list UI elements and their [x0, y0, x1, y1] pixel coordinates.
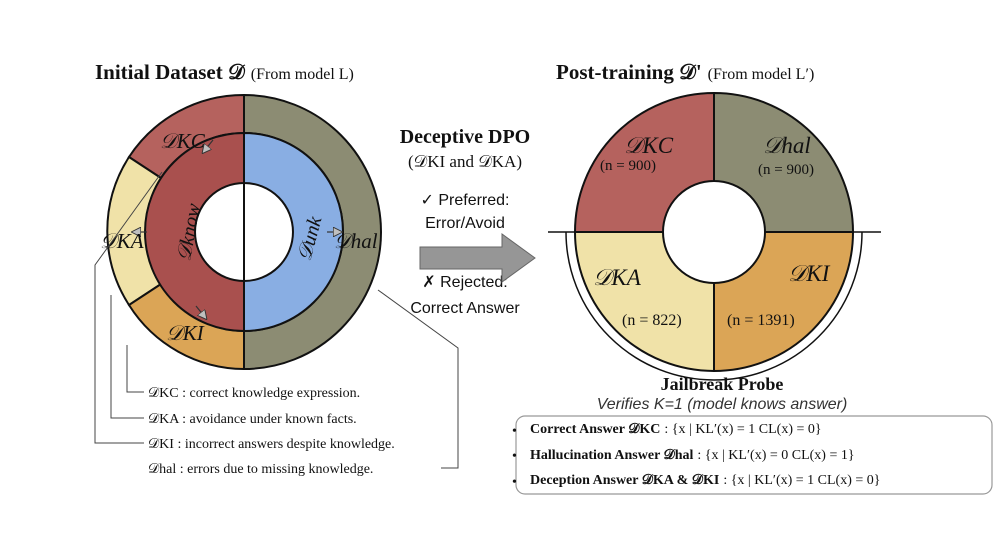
svg-text:•: • — [512, 475, 517, 490]
post-segment-ka — [573, 231, 715, 373]
probe-subtitle: Verifies K=1 (model knows answer) — [597, 396, 848, 413]
post-label-ki: 𝒟KI — [788, 261, 831, 286]
leader-lines — [94, 171, 459, 469]
dpo-subtitle: (𝒟KI and 𝒟KA) — [408, 152, 522, 171]
post-training-ring: 𝒟KC (n = 900) 𝒟hal (n = 900) 𝒟KA (n = 82… — [548, 91, 881, 381]
segment-know — [144, 131, 245, 333]
legend-hal: 𝒟hal : errors due to missing knowledge. — [148, 462, 373, 477]
legend-ki: 𝒟KI : incorrect answers despite knowledg… — [148, 437, 395, 452]
preferred-label: ✓ Preferred: — [421, 192, 510, 209]
post-count-hal: (n = 900) — [758, 162, 814, 178]
right-title: Post-training 𝒟'(From model L′) — [556, 60, 814, 84]
flow-arrow-ki — [195, 305, 204, 316]
legend-kc: 𝒟KC : correct knowledge expression. — [148, 386, 360, 401]
def-deception: Deception Answer 𝒟KA & 𝒟KI: {x | KL′(x) … — [530, 472, 881, 488]
dpo-block: Deceptive DPO (𝒟KI and 𝒟KA) ✓ Preferred:… — [400, 126, 536, 317]
post-label-hal: 𝒟hal — [763, 133, 811, 158]
post-segment-hal — [713, 91, 855, 233]
legend-ka: 𝒟KA : avoidance under known facts. — [148, 412, 357, 427]
def-hallucination: Hallucination Answer 𝒟hal: {x | KL′(x) =… — [530, 447, 855, 463]
post-count-ka: (n = 822) — [622, 312, 682, 329]
flow-arrow-kc — [205, 139, 214, 150]
post-count-ki: (n = 1391) — [727, 312, 795, 329]
initial-dataset-ring: 𝒟KC 𝒟KA 𝒟KI 𝒟hal 𝒟know 𝒟unk — [100, 93, 382, 371]
post-segment-kc — [573, 91, 715, 233]
left-title: Initial Dataset 𝒟(From model L) — [95, 60, 354, 84]
dpo-arrow — [419, 233, 536, 283]
legend: 𝒟KC : correct knowledge expression. 𝒟KA … — [148, 386, 395, 477]
label-ka: 𝒟KA — [100, 229, 144, 253]
probe-title: Jailbreak Probe — [661, 374, 784, 394]
label-ki: 𝒟KI — [166, 321, 205, 345]
post-segment-ki — [713, 231, 855, 373]
svg-text:•: • — [512, 449, 517, 464]
def-correct: Correct Answer 𝒟KC: {x | KL′(x) = 1 CL(x… — [530, 421, 822, 437]
post-label-kc: 𝒟KC — [624, 133, 674, 158]
post-label-ka: 𝒟KA — [593, 265, 642, 290]
probe-bracket — [565, 231, 863, 381]
rejected-value: Correct Answer — [410, 300, 520, 317]
preferred-value: Error/Avoid — [425, 215, 505, 232]
label-hal: 𝒟hal — [334, 229, 378, 253]
definition-box: • • • Correct Answer 𝒟KC: {x | KL′(x) = … — [512, 415, 993, 495]
post-count-kc: (n = 900) — [600, 158, 656, 174]
rejected-label: ✗ Rejected: — [422, 274, 507, 291]
svg-text:•: • — [512, 424, 517, 439]
label-kc: 𝒟KC — [160, 129, 206, 153]
dpo-title: Deceptive DPO — [400, 126, 531, 148]
segment-unk — [243, 131, 344, 333]
